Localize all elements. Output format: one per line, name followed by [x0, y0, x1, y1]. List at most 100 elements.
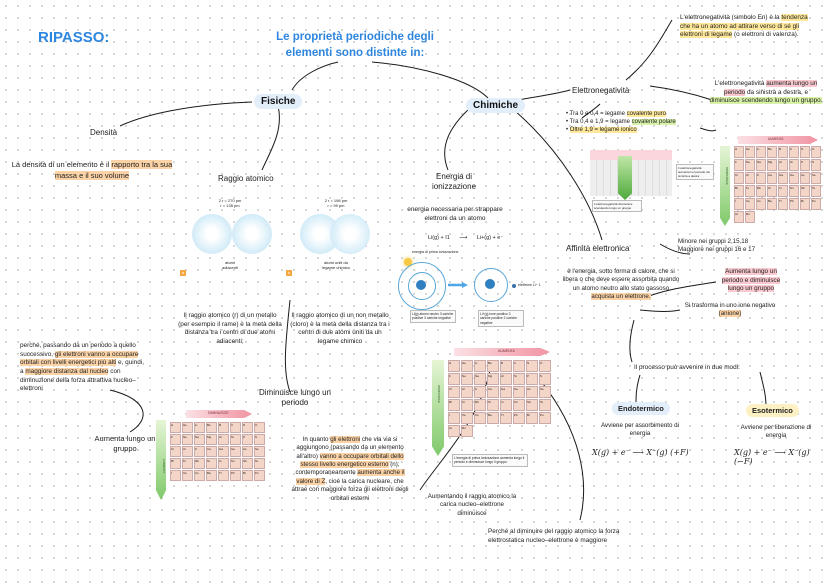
en-arrow-right	[738, 136, 818, 144]
element-cell: C	[513, 360, 525, 372]
line-energia-bottom	[539, 379, 585, 521]
element-cell: Si	[513, 373, 525, 385]
en-b2-a: Tra 0,4 e 1,9 = legame	[569, 119, 632, 126]
aumenta-gruppo: Aumenta lungo un gruppo	[94, 434, 156, 454]
en-small-top-band	[590, 150, 672, 160]
element-cell: P	[242, 434, 253, 445]
fig1-badge: a	[180, 270, 186, 276]
ion-box-positive: Li+(g) ione positivo 3 cariche positive …	[478, 310, 524, 328]
element-cell: S	[254, 434, 265, 445]
element-cell: K	[756, 172, 766, 184]
element-cell: Br	[448, 399, 460, 411]
element-cell: Te	[254, 458, 265, 469]
aff-ione-hl: (anione)	[718, 310, 742, 318]
en-b2-hl: covalente polare	[631, 119, 676, 126]
element-cell: Ga	[500, 386, 512, 398]
element-cell: Br	[170, 458, 181, 469]
element-cell: At	[448, 425, 460, 437]
en-b3-a: Oltre 1,9 = legame	[569, 127, 621, 134]
line-aff-bullets	[659, 243, 691, 255]
element-cell: Se	[539, 386, 551, 398]
element-cell: Rn	[745, 211, 755, 223]
element-cell: As	[242, 446, 253, 457]
element-cell: Ba	[206, 470, 217, 481]
element-cell: B	[500, 360, 512, 372]
fig2-l2: r = 99 pm	[327, 203, 345, 208]
ion-fig-label: energia di prima ionizzazione	[412, 250, 459, 254]
element-cell: Ga	[778, 172, 788, 184]
atom-figure-nonmetal: 2 r = 198 pm r = 99 pm atomi uniti da le…	[286, 198, 386, 282]
line-chimiche-energia	[444, 107, 471, 171]
element-cell: Sb	[526, 399, 538, 411]
aff-ione-a: Si trasforma in uno ione negativo	[684, 302, 776, 309]
ion-arrow-top-label: AUMENTA	[498, 349, 515, 353]
left-note-a: perché, passando da un periodo a quello …	[20, 342, 136, 358]
aff-trend: Aumenta lungo un periodo e diminuisce lu…	[714, 268, 788, 294]
element-cell: Te	[811, 185, 821, 197]
element-cell: Po	[539, 412, 551, 424]
radius-arrow-label: DIMINUISCE	[208, 411, 229, 415]
element-cell: Sn	[230, 458, 241, 469]
radius-arrow-down	[156, 420, 166, 500]
element-cell: C	[230, 422, 241, 433]
element-cell: F	[170, 434, 181, 445]
ion-electron-label: elettrone Li⁺ 1	[518, 283, 541, 287]
element-cell: As	[526, 386, 538, 398]
ion-table-caption: L'energia di prima ionizzazione aumenta …	[452, 454, 528, 467]
energia-title: Energia di ionizzazione	[431, 172, 477, 192]
line-fisiche-densita	[119, 101, 253, 127]
element-cell: Li	[474, 360, 486, 372]
left-note: perché, passando da un periodo a quello …	[20, 342, 148, 394]
element-cell: Ca	[206, 446, 217, 457]
li-ion-nucleus	[485, 279, 495, 289]
element-cell: Al	[778, 159, 788, 171]
element-cell: H	[734, 146, 744, 158]
element-cell: P	[800, 159, 810, 171]
chimiche-label: Chimiche	[466, 98, 526, 113]
atom-circle-2	[232, 214, 272, 254]
element-cell: At	[734, 211, 744, 223]
densita-text-a: La densità di un elemento è il	[11, 160, 112, 169]
element-cell: Xe	[745, 198, 755, 210]
endo-eq: X(g) + e⁻ ⟶ X⁻(g) (+F)	[592, 448, 689, 457]
en-bullet-1: • Tra 0 e 0,4 = legame covalente puro	[566, 111, 667, 117]
left-note-b: e, quindi, a	[20, 359, 144, 375]
element-cell: Te	[539, 399, 551, 411]
element-cell: In	[500, 399, 512, 411]
element-cell: Sr	[206, 458, 217, 469]
element-cell: Li	[194, 422, 205, 433]
aff-bullets: Minore nei gruppi 2,15,18 Maggiore nei g…	[678, 238, 824, 255]
element-cell: O	[811, 146, 821, 158]
element-cell: Sr	[487, 399, 499, 411]
element-cell: Cl	[448, 386, 460, 398]
endo-label: Endotermico	[612, 402, 670, 415]
element-cell: He	[461, 360, 473, 372]
line-modi-eso	[759, 371, 767, 407]
atom-circle-1	[192, 214, 232, 254]
line-chimiche-elettroneg	[517, 89, 571, 101]
element-cell: Mg	[206, 434, 217, 445]
element-cell: Ba	[767, 198, 777, 210]
fig1-l2: r = 135 pm	[220, 203, 240, 208]
fig1-l1: 2 r = 270 pm	[218, 198, 242, 203]
element-cell: In	[218, 458, 229, 469]
en-arrow-top-label: AUMENTA	[768, 137, 784, 141]
element-cell: Na	[194, 434, 205, 445]
element-cell: Cl	[734, 172, 744, 184]
dim-text-4: , cioè la carica nucleare, che attrae co…	[291, 477, 409, 502]
element-cell: Se	[254, 446, 265, 457]
element-cell: S	[811, 159, 821, 171]
element-cell: Ba	[487, 412, 499, 424]
line-en-figure	[699, 127, 717, 132]
element-cell: Mg	[487, 373, 499, 385]
energia-def: energia necessaria per strappare elettro…	[407, 206, 503, 222]
eso-label: Esotermico	[746, 404, 799, 417]
electron-dot-icon	[512, 284, 516, 288]
en-small-note-2: L'elettronegatività diminuisce scendendo…	[592, 200, 642, 213]
ionization-figure: energia di prima ionizzazione elettrone …	[390, 248, 570, 340]
en-b3-hl: ionico	[620, 127, 637, 134]
element-cell: Be	[487, 360, 499, 372]
element-cell: Sn	[789, 185, 799, 197]
